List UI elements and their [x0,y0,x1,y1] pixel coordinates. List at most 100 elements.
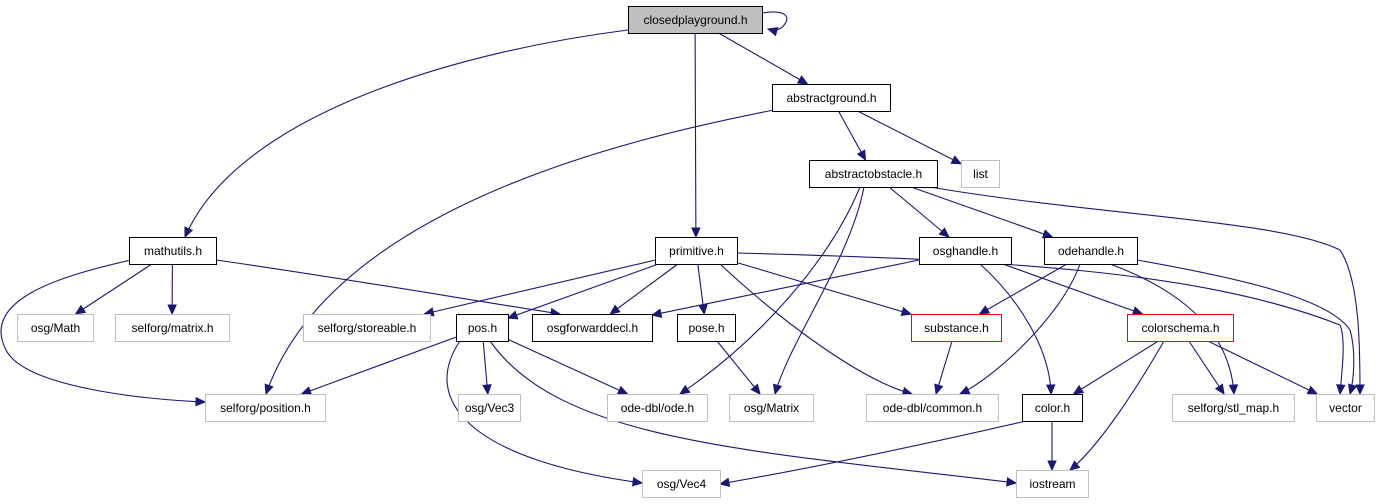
arrowhead-icon [631,477,644,487]
edge-line [761,11,788,31]
edge-abstractobstacle-to-odedbl [678,186,861,395]
node-common: ode-dbl/common.h [866,394,999,422]
edge-closedplayground-to-mathutils [184,29,629,239]
node-vec4: osg/Vec4 [642,470,721,498]
arrowhead-icon [195,396,207,407]
arrowhead-icon [167,304,177,316]
edge-pose-to-osgmatrix [716,340,761,395]
node-pose[interactable]: pose.h [677,314,736,342]
edge-line [929,186,1361,395]
node-closedplayground[interactable]: closedplayground.h [628,6,763,34]
edge-abstractobstacle-to-osghandle [888,186,950,238]
node-label: colorschema.h [1141,321,1219,335]
edge-primitive-to-pose [697,263,708,316]
node-iostream: iostream [1016,470,1089,498]
node-box [642,470,721,498]
node-mathutils[interactable]: mathutils.h [129,237,217,265]
arrowhead-icon [1069,460,1081,471]
edge-color-to-vec4 [718,420,1027,488]
edge-line [959,263,1081,395]
arrowhead-icon [950,155,963,165]
edge-line [719,263,913,395]
edge-odehandle-to-vector [1136,259,1358,396]
edge-line [489,340,1017,484]
node-primitive[interactable]: primitive.h [655,237,738,265]
arrowhead-icon [1047,460,1057,472]
node-vec3: osg/Vec3 [458,394,521,422]
node-box [655,237,738,265]
arrowhead-icon [1306,385,1319,395]
node-box [961,160,1000,188]
edge-osghandle-to-color [979,263,1056,396]
edge-colorschema-to-color [1072,340,1159,395]
edge-line [424,259,656,315]
edge-pos-to-iostream [489,340,1018,487]
node-list: list [961,160,1000,188]
arrowhead-icon [698,303,708,316]
node-substance[interactable]: substance.h [911,314,1002,342]
node-odehandle[interactable]: odehandle.h [1044,237,1138,265]
arrowhead-icon [856,149,867,162]
arrowhead-icon [796,75,809,85]
node-colorschema[interactable]: colorschema.h [1127,314,1234,342]
node-label: osg/Math [31,321,80,335]
node-abstractground[interactable]: abstractground.h [772,84,891,112]
node-abstractobstacle[interactable]: abstractobstacle.h [809,160,938,188]
node-label: abstractobstacle.h [825,167,922,181]
edge-line [857,110,962,165]
edge-pos-to-vec4 [446,340,644,487]
edge-pos-to-position [300,336,457,396]
node-layer: closedplayground.h abstractground.h abstra… [17,6,1375,498]
edge-line [716,340,761,395]
arrowhead-icon [74,304,87,315]
arrowhead-icon [1228,384,1239,396]
node-label: selforg/storeable.h [318,321,417,335]
arrowhead-icon [264,383,274,396]
node-box [303,314,431,342]
edge-line [1207,340,1318,395]
edge-abstractground-to-abstractobstacle [838,110,867,162]
edge-pos-to-odedbl [507,338,629,395]
node-label: closedplayground.h [643,13,747,27]
arrowhead-icon [650,308,663,318]
node-osghandle[interactable]: osghandle.h [919,237,1012,265]
node-osgfwd[interactable]: osgforwarddecl.h [532,314,653,342]
node-label: osgforwarddecl.h [547,321,638,335]
arrowhead-icon [1336,384,1346,396]
node-label: ode-dbl/common.h [883,401,982,415]
arrowhead-icon [1131,306,1144,316]
node-storeable: selforg/storeable.h [303,314,431,342]
node-box [729,394,814,422]
node-label: osg/Matrix [744,401,799,415]
node-box [532,314,653,342]
arrowhead-icon [609,304,621,315]
node-label: substance.h [924,321,989,335]
edge-line [75,263,153,315]
edge-line [719,420,1027,485]
arrowhead-icon [678,384,691,395]
node-box [456,314,509,342]
edge-line [215,259,561,315]
edge-odehandle-to-substance [978,263,1068,315]
edge-line [979,263,1052,395]
arrowhead-icon [772,383,783,396]
arrowhead-icon [1214,383,1225,396]
node-color[interactable]: color.h [1022,394,1083,422]
node-osgmath: osg/Math [17,314,94,342]
node-pos[interactable]: pos.h [456,314,509,342]
edge-primitive-to-substance [736,262,913,317]
edge-line [736,262,912,315]
node-label: color.h [1035,401,1070,415]
node-box [1022,394,1083,422]
edge-colorschema-to-vector [1207,340,1319,395]
arrowhead-icon [482,384,492,396]
edge-line [507,263,659,319]
edge-primitive-to-osgfwd [609,263,679,315]
arrowhead-icon [900,306,913,317]
node-box [607,394,708,422]
node-label: vector [1329,401,1362,415]
edge-line [1073,340,1159,395]
edge-line [718,32,808,85]
edge-line [609,263,679,315]
node-label: iostream [1029,477,1075,491]
